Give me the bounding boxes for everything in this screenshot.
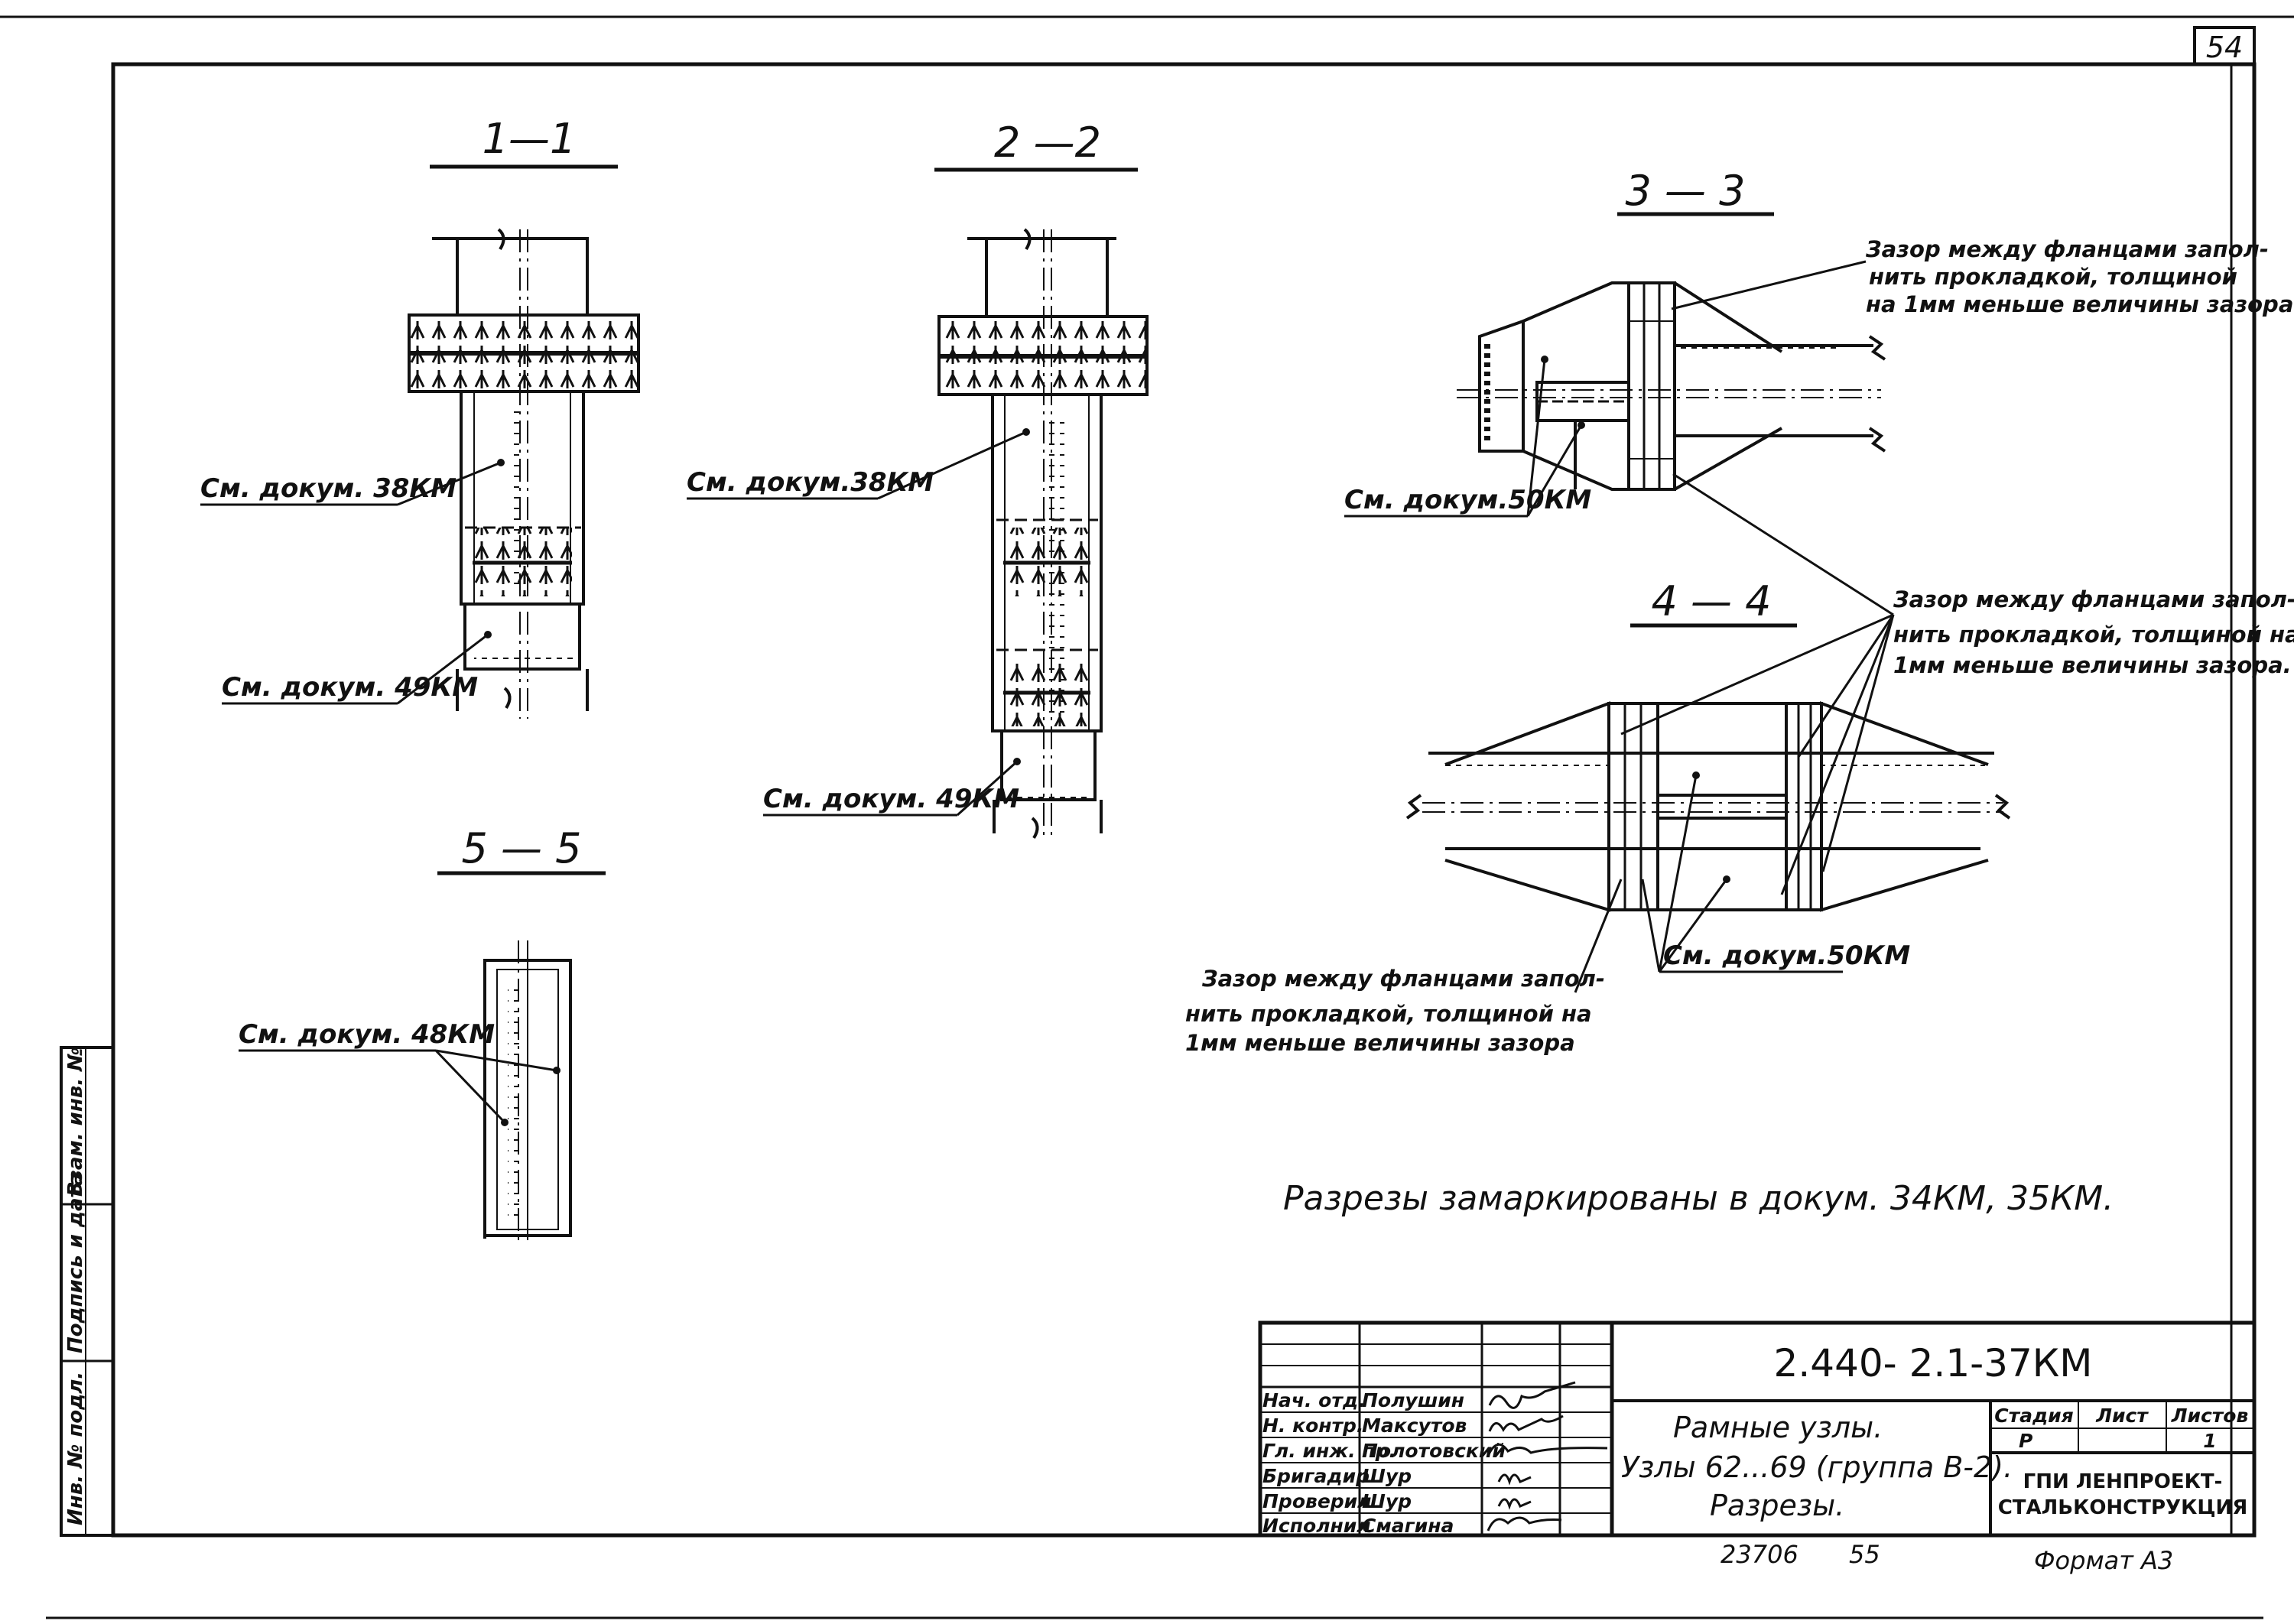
name-checked: Шур [1362, 1490, 1412, 1512]
section-5-5: 5 — 5 См. докум. 48КМ [239, 824, 606, 1242]
section-3-3-label: 3 — 3 [1625, 167, 1745, 215]
title-line-2: Узлы 62...69 (группа В-2). [1621, 1450, 2013, 1484]
ref-doc48-5: См. докум. 48КМ [239, 1019, 495, 1050]
title-block-roles: Нач. отд. Н. контр. Гл. инж. пр. Бригади… [1262, 1389, 1396, 1537]
note-gap-bottom: Зазор между фланцами запол- нить проклад… [1185, 966, 1605, 1056]
document-code: 2.440- 2.1-37КМ [1774, 1341, 2093, 1385]
note-gap-bottom-line2: нить прокладкой, толщиной на [1185, 1001, 1592, 1027]
stamp-signature-label: Подпись и дата [64, 1173, 87, 1353]
stamp-inventory-label: Инв. № подл. [64, 1372, 87, 1525]
ref-doc49-1: См. докум. 49КМ [222, 672, 478, 703]
main-note: Разрезы замаркированы в докум. 34КМ, 35К… [1283, 1179, 2114, 1218]
drawing-title: Рамные узлы. Узлы 62...69 (группа В-2). … [1621, 1411, 2013, 1522]
ref-doc50-4: См. докум.50КМ [1663, 940, 1910, 971]
organization-line-1: ГПИ ЛЕНПРОЕКТ- [2023, 1470, 2223, 1493]
stamp-replace-label: Взам. инв. № [64, 1047, 87, 1197]
inventory-number: 23706 [1720, 1540, 1798, 1569]
sheets-header: Листов [2171, 1405, 2249, 1427]
note-gap-4-line2: нить прокладкой, толщиной на [1893, 622, 2294, 648]
name-chief-engineer: Полотовский [1362, 1440, 1506, 1462]
ref-doc38-2: См. докум.38КМ [687, 467, 934, 498]
copy-number: 55 [1849, 1540, 1880, 1569]
role-foreman: Бригадир [1262, 1465, 1370, 1487]
role-chief-engineer: Гл. инж. пр. [1262, 1440, 1396, 1462]
note-gap-3-line1: Зазор между фланцами запол- [1865, 236, 2269, 262]
section-4-4: 4 — 4 Зазор между фланцами запол- н [1185, 473, 2294, 1056]
ref-doc38-1: См. докум. 38КМ [200, 473, 457, 504]
name-executed: Смагина [1362, 1515, 1454, 1537]
ref-doc49-2: См. докум. 49КМ [763, 784, 1019, 814]
section-1-1-label: 1—1 [483, 115, 577, 163]
sheet-format: Формат А3 [2034, 1546, 2173, 1575]
section-2-2: 2 —2 См. докум.38КМ [687, 119, 1149, 841]
section-1-1: 1—1 См. докум. 38КМ См. докум [200, 115, 640, 719]
title-block-names: Полушин Максутов Полотовский Шур Шур Сма… [1362, 1389, 1506, 1537]
role-head-dept: Нач. отд. [1262, 1389, 1366, 1411]
note-gap-4: Зазор между фланцами запол- нить проклад… [1893, 586, 2294, 678]
note-gap-3-line2: нить прокладкой, толщиной [1869, 264, 2237, 290]
name-norm-control: Максутов [1362, 1415, 1467, 1437]
stage-value: Р [2019, 1430, 2032, 1452]
role-checked: Проверил [1262, 1490, 1372, 1512]
note-gap-bottom-line1: Зазор между фланцами запол- [1201, 966, 1605, 992]
role-norm-control: Н. контр. [1262, 1415, 1363, 1437]
note-gap-4-line1: Зазор между фланцами запол- [1893, 586, 2294, 612]
ref-doc50-3: См. докум.50КМ [1344, 485, 1591, 515]
note-gap-4-line3: 1мм меньше величины зазора. [1893, 652, 2292, 678]
sheet-frame [0, 15, 2294, 1619]
section-4-4-label: 4 — 4 [1651, 577, 1771, 625]
sheet-number: 54 [2206, 31, 2243, 64]
section-3-3: 3 — 3 См. докум.50КМ [1344, 167, 2294, 518]
role-executed: Исполнил [1262, 1515, 1371, 1537]
note-gap-bottom-line3: 1мм меньше величины зазора [1185, 1030, 1575, 1056]
name-head-dept: Полушин [1362, 1389, 1464, 1411]
stage-header: Стадия [1994, 1405, 2073, 1427]
note-gap-3: Зазор между фланцами запол- нить проклад… [1865, 236, 2294, 317]
sheet-header: Лист [2095, 1405, 2149, 1427]
section-5-5-label: 5 — 5 [461, 824, 581, 872]
title-line-3: Разрезы. [1710, 1489, 1844, 1522]
title-block [1258, 1320, 2257, 1538]
note-gap-3-line3: на 1мм меньше величины зазора. [1866, 291, 2294, 317]
signatures [1487, 1381, 1608, 1531]
title-line-1: Рамные узлы. [1673, 1411, 1883, 1444]
organization-line-2: СТАЛЬКОНСТРУКЦИЯ [1998, 1496, 2248, 1519]
name-foreman: Шур [1362, 1465, 1412, 1487]
sheets-value: 1 [2203, 1430, 2216, 1452]
section-2-2-label: 2 —2 [994, 119, 1101, 167]
